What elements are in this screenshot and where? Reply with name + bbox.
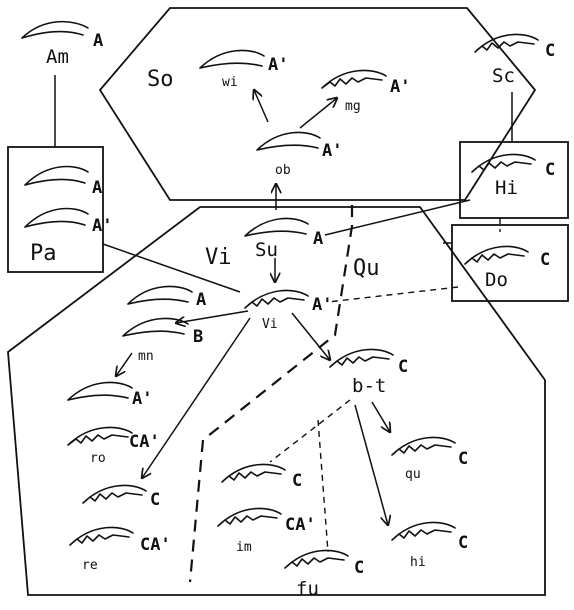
hi-type-label: C	[545, 160, 555, 180]
su-type-label: A	[313, 229, 323, 249]
tooth-glyph-ro	[67, 426, 133, 446]
bt-im-dashed-link	[269, 399, 351, 463]
tooth-glyph-re-c	[82, 484, 147, 504]
tooth-glyph-re	[69, 526, 134, 546]
tooth-glyph-hi-lower	[391, 521, 456, 541]
ro-code-label: ro	[90, 451, 106, 466]
hi-label: Hi	[495, 177, 518, 199]
mg-type-label: A'	[390, 77, 410, 97]
fu-code-label: fu	[296, 578, 319, 600]
mn-type-label: A'	[132, 389, 152, 409]
so-label: So	[147, 67, 174, 92]
re-code-label: re	[82, 558, 98, 573]
qu-divider	[188, 205, 354, 583]
vi-to-re-arrow	[142, 317, 251, 478]
hi-box	[459, 141, 569, 219]
mn-code-label: mn	[138, 349, 154, 364]
vi-region-outline	[7, 206, 546, 596]
vi-type-label: A'	[312, 295, 332, 315]
am-label: Am	[46, 46, 69, 68]
sc-label: Sc	[492, 65, 515, 87]
ob-code-label: ob	[275, 163, 291, 178]
do-vi-dashed-link	[327, 286, 459, 303]
vi-region-label: Vi	[205, 245, 232, 270]
wi-type-label: A'	[268, 55, 288, 75]
hi-su-link	[324, 199, 471, 236]
tooth-glyph-am	[21, 20, 89, 39]
im-type-label: CA'	[285, 515, 316, 535]
im-c-type-label: C	[292, 471, 302, 491]
tooth-glyph-mg	[321, 69, 387, 89]
bt-code-label: b-t	[352, 375, 386, 397]
tooth-glyph-wi	[199, 49, 265, 69]
vi-to-bt-arrow	[291, 312, 330, 360]
qu-type-label: C	[458, 449, 468, 469]
tooth-glyph-pa-a	[24, 165, 89, 186]
ro-type-label: CA'	[129, 432, 160, 452]
tooth-glyph-su	[244, 217, 309, 237]
qu-label: Qu	[353, 256, 380, 281]
tooth-glyph-vi-a	[127, 285, 193, 305]
tooth-glyph-vi	[244, 289, 309, 309]
tooth-glyph-im-c	[221, 463, 286, 483]
ob-type-label: A'	[322, 141, 342, 161]
pa-vi-link	[102, 243, 241, 293]
bt-fu-dashed-link	[317, 419, 329, 553]
tooth-glyph-bt	[329, 348, 394, 368]
sc-type-label: C	[545, 41, 555, 61]
do-box	[451, 224, 569, 302]
vi-a-type-label: A	[196, 290, 206, 310]
do-type-label: C	[540, 250, 550, 270]
so-hexagon	[98, 7, 537, 201]
tooth-glyph-sc	[474, 33, 539, 53]
b-type-label: B	[193, 327, 203, 347]
vi-code-label: Vi	[262, 317, 278, 332]
bt-to-hi-arrow	[354, 404, 388, 525]
tooth-glyph-fu	[284, 549, 349, 569]
b-to-mn-arrow	[116, 352, 133, 376]
bt-type-label: C	[398, 357, 408, 377]
wi-code-label: wi	[222, 75, 238, 90]
tooth-glyph-ob	[256, 131, 321, 151]
re-c-type-label: C	[150, 490, 160, 510]
pa-label: Pa	[30, 241, 57, 266]
tooth-glyph-mn	[67, 381, 133, 401]
fu-type-label: C	[354, 558, 364, 578]
ob-to-wi-arrow	[254, 90, 269, 123]
su-code-label: Su	[255, 239, 278, 261]
vi-to-b-arrow	[176, 310, 249, 323]
hi-lower-code-label: hi	[410, 555, 426, 570]
re-type-label: CA'	[140, 535, 171, 555]
do-label: Do	[485, 269, 508, 291]
tooth-glyph-b	[122, 317, 189, 337]
qu-code-label: qu	[405, 467, 421, 482]
tooth-glyph-im	[217, 507, 282, 527]
pa-type-a2-label: A'	[92, 216, 112, 236]
tooth-glyph-do	[464, 245, 529, 265]
im-code-label: im	[236, 540, 252, 555]
hi-lower-type-label: C	[458, 533, 468, 553]
mg-code-label: mg	[345, 99, 361, 114]
pa-type-a-label: A	[92, 178, 102, 198]
ob-to-mg-arrow	[299, 98, 337, 129]
am-type-label: A	[93, 31, 103, 51]
tooth-glyph-qu	[391, 436, 456, 456]
tooth-glyph-pa-a2	[24, 207, 89, 228]
tooth-glyph-hi	[471, 153, 536, 173]
bt-to-qu-arrow	[371, 401, 390, 432]
